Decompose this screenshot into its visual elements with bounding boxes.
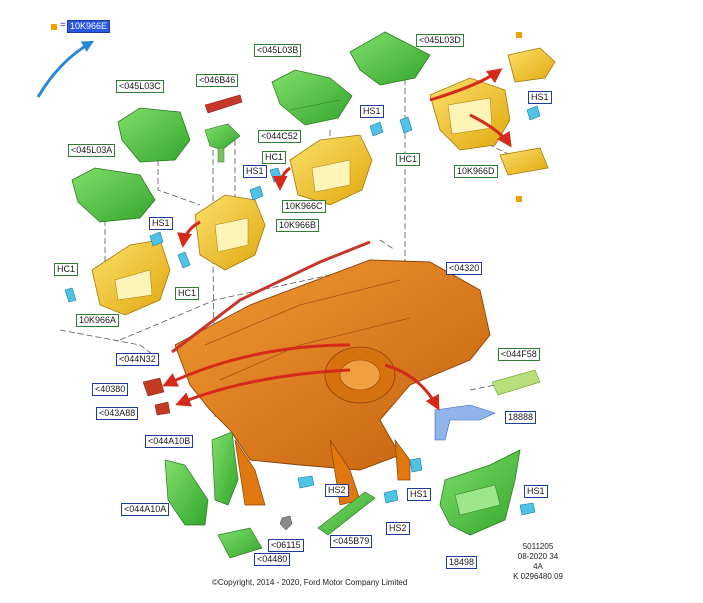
part-043A88 — [154, 401, 171, 416]
removal-arrows — [162, 68, 512, 411]
panel-045L03C — [117, 107, 191, 163]
bezel-10K966C — [289, 134, 373, 206]
label-04480[interactable]: <04480 — [254, 553, 291, 566]
label-10K966B[interactable]: 10K966B — [276, 219, 320, 232]
bezel-10K966E-selected — [507, 32, 556, 83]
label-04320[interactable]: <04320 — [446, 262, 483, 275]
label-18498[interactable]: 18498 — [446, 556, 478, 569]
selected-key-swatch — [51, 24, 57, 30]
bezel-10K966D — [429, 77, 511, 151]
instrument-panel-04320 — [174, 259, 491, 506]
panel-045L03A — [71, 167, 156, 223]
label-044F58[interactable]: <044F58 — [498, 348, 540, 361]
label-40380[interactable]: <40380 — [92, 383, 129, 396]
label-045B79[interactable]: <045B79 — [330, 535, 373, 548]
clip-044C52 — [204, 123, 241, 163]
info-line-3: 4A — [533, 562, 543, 571]
label-18888[interactable]: 18888 — [505, 411, 537, 424]
label-hs1-right[interactable]: HS1 — [528, 91, 552, 104]
drawing-info-block: 5011205 08-2020 34 4A K 0296480 09 — [510, 542, 566, 582]
label-hs1-bottom-right[interactable]: HS1 — [524, 485, 548, 498]
trim-044A10A — [164, 459, 209, 526]
label-045L03C[interactable]: <045L03C — [116, 80, 164, 93]
label-046B46[interactable]: <046B46 — [196, 74, 239, 87]
label-hs1-mid[interactable]: HS1 — [243, 165, 267, 178]
bracket-046B46 — [204, 94, 243, 114]
panel-045L03B — [271, 69, 353, 126]
selected-part-label[interactable]: 10K966E — [67, 20, 111, 33]
info-line-2: 08-2020 34 — [517, 552, 559, 561]
label-hc1-center[interactable]: HC1 — [396, 153, 421, 166]
label-hc1-mid[interactable]: HC1 — [262, 151, 287, 164]
selected-key-equals: = — [60, 20, 66, 31]
label-044A10B[interactable]: <044A10B — [145, 435, 194, 448]
label-10K966D[interactable]: 10K966D — [454, 165, 498, 178]
label-044C52[interactable]: <044C52 — [258, 130, 301, 143]
bezel-10K966A — [91, 239, 171, 316]
panel-04480 — [217, 527, 263, 559]
label-hc1-left[interactable]: HC1 — [54, 263, 79, 276]
label-hs1-left[interactable]: HS1 — [149, 217, 173, 230]
fastener-clips — [64, 105, 541, 516]
bolt-06115 — [279, 515, 293, 531]
selection-pointer-arrow — [36, 40, 95, 98]
label-045L03B[interactable]: <045L03B — [254, 44, 302, 57]
panel-045L03D — [349, 31, 431, 86]
label-hs2-right[interactable]: HS2 — [386, 522, 410, 535]
info-line-4: K 0296480 09 — [513, 572, 563, 581]
trim-044A10B — [211, 431, 239, 506]
label-10K966C[interactable]: 10K966C — [282, 200, 326, 213]
label-045L03A[interactable]: <045L03A — [68, 144, 116, 157]
label-044N32[interactable]: <044N32 — [116, 353, 159, 366]
console-18498 — [439, 449, 521, 536]
label-hs2-left[interactable]: HS2 — [325, 484, 349, 497]
info-line-1: 5011205 — [522, 542, 554, 551]
label-043A88[interactable]: <043A88 — [96, 407, 139, 420]
label-06115[interactable]: <06115 — [268, 539, 304, 552]
label-hs1-center[interactable]: HS1 — [360, 105, 384, 118]
copyright-notice: ©Copyright, 2014 - 2020, Ford Motor Comp… — [212, 578, 408, 587]
label-hc1-lower[interactable]: HC1 — [175, 287, 200, 300]
vent-grille-small — [499, 147, 549, 202]
part-40380 — [142, 377, 165, 397]
strip-045B79 — [317, 491, 376, 536]
label-045L03D[interactable]: <045L03D — [416, 34, 464, 47]
label-044A10A[interactable]: <044A10A — [121, 503, 170, 516]
label-10K966A[interactable]: 10K966A — [76, 314, 120, 327]
bezel-10K966B — [194, 194, 266, 271]
strip-044N32 — [171, 240, 371, 354]
part-044F58 — [491, 369, 541, 396]
label-hs1-bottom[interactable]: HS1 — [407, 488, 431, 501]
duct-18888 — [434, 404, 496, 441]
